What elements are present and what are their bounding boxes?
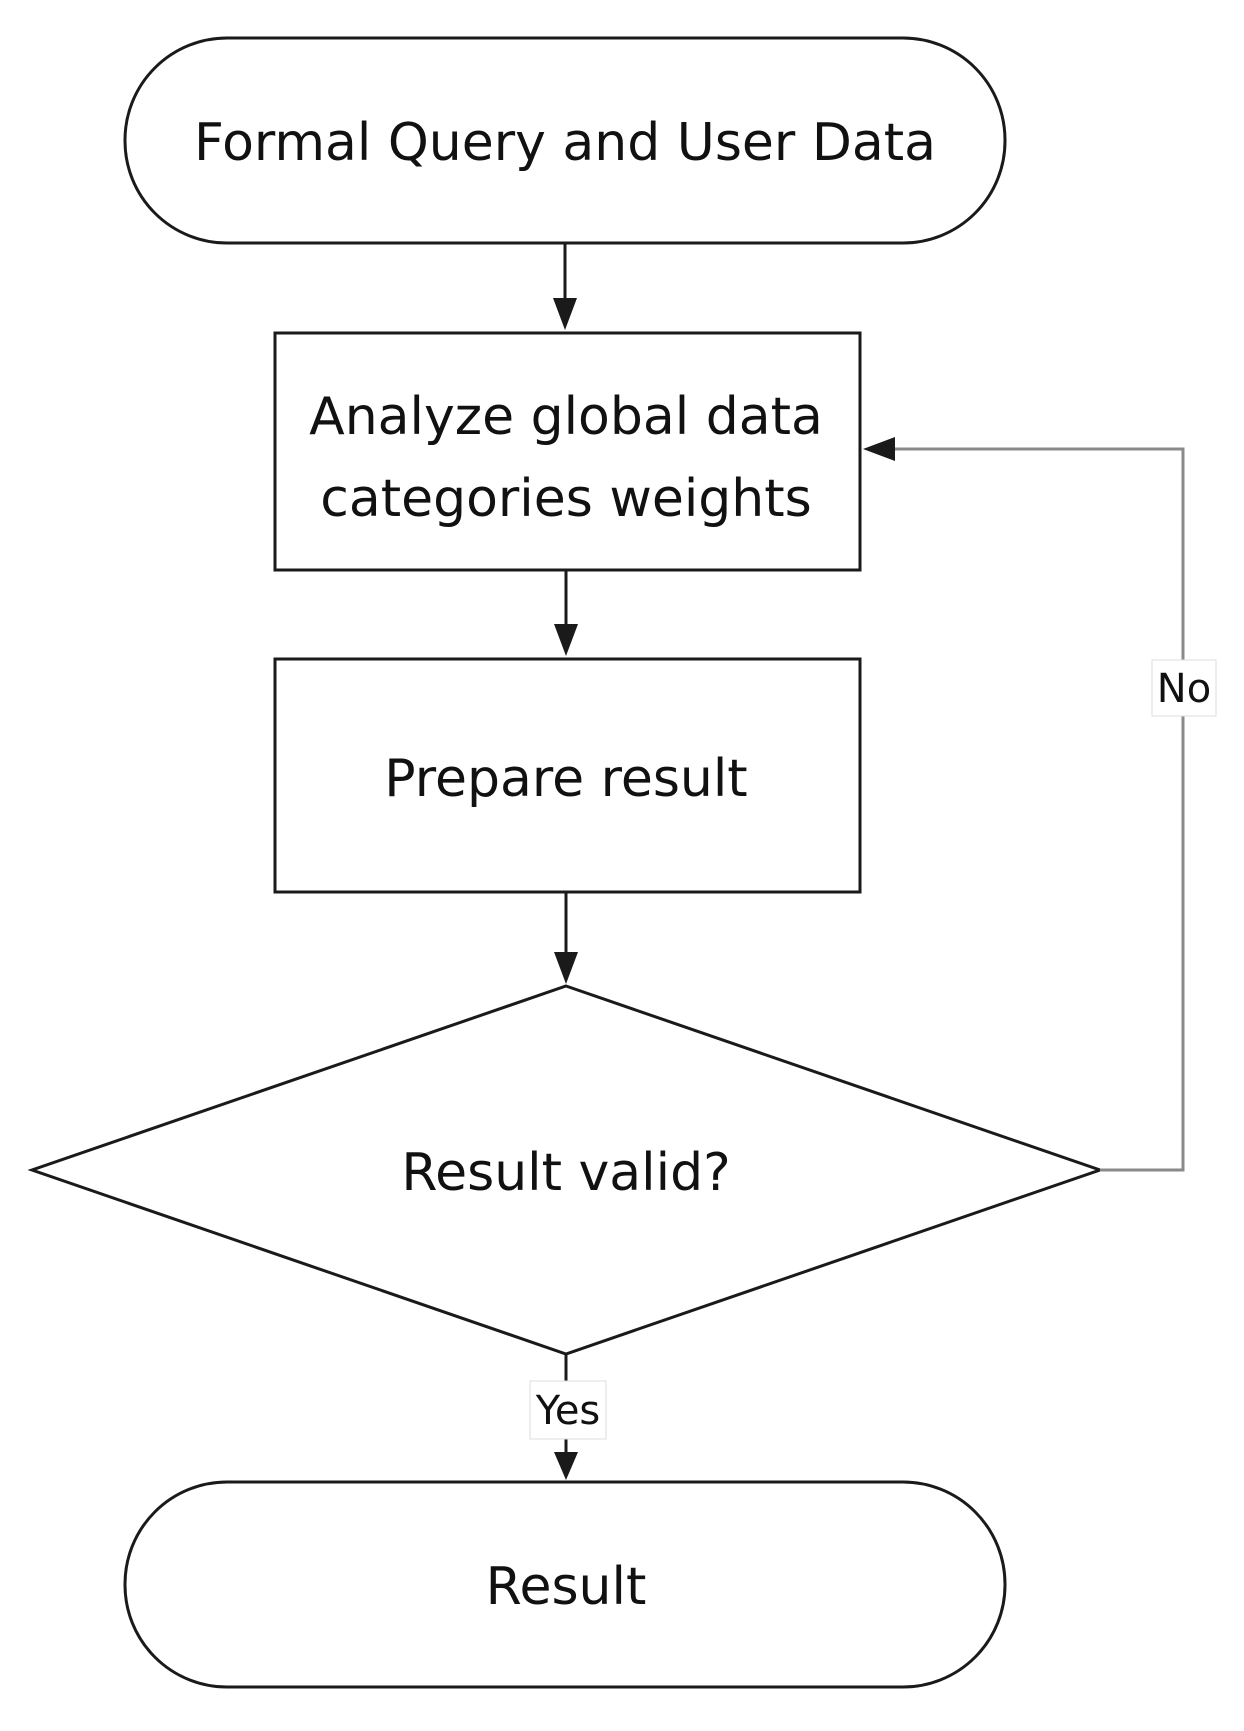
arrow-head <box>554 952 578 984</box>
start-terminator: Formal Query and User Data <box>123 36 1007 245</box>
arrow-head <box>554 1452 578 1480</box>
decision-diamond-label: Result valid? <box>401 1143 730 1203</box>
end-terminator: Result <box>123 1480 1007 1689</box>
prepare-process-label: Prepare result <box>384 749 747 809</box>
arrow-analyze-to-prepare <box>554 570 578 656</box>
decision-diamond: Result valid? <box>27 984 1105 1356</box>
arrow-decision-to-end: Yes <box>529 1354 607 1480</box>
arrow-start-to-analyze <box>553 243 577 330</box>
prepare-process-shape <box>273 657 862 894</box>
no-loop-line <box>895 447 1185 1172</box>
yes-edge-label: Yes <box>535 1388 601 1434</box>
analyze-process-label-line2: categories weights <box>320 469 812 529</box>
no-loop-connector: No <box>863 437 1217 1172</box>
analyze-process-box: Analyze global data categories weights <box>273 331 862 572</box>
no-loop-arrow-head <box>863 437 895 461</box>
start-terminator-label: Formal Query and User Data <box>194 113 936 173</box>
arrow-head <box>553 298 577 330</box>
arrow-head <box>554 624 578 656</box>
prepare-process-box: Prepare result <box>273 657 862 894</box>
no-edge-label: No <box>1157 666 1211 712</box>
no-label-background <box>1151 659 1217 717</box>
yes-label-background <box>529 1380 607 1440</box>
end-terminator-shape <box>123 1480 1007 1689</box>
analyze-process-label-line1: Analyze global data <box>309 387 823 447</box>
end-terminator-label: Result <box>486 1557 647 1617</box>
arrow-prepare-to-decision <box>554 892 578 984</box>
analyze-process-shape <box>273 331 862 572</box>
